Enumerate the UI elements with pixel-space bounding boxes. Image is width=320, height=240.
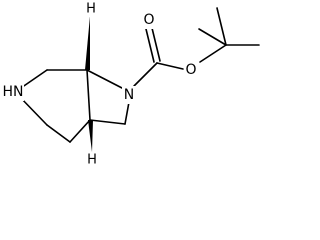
bond-c5-c6 (69, 119, 91, 143)
bond-carbonyl-o-ester (156, 62, 184, 70)
atom-labels: HN N O O H H (2, 2, 198, 169)
bond-n-c8 (124, 101, 130, 125)
bond-n-carbonyl-c (133, 62, 158, 87)
wedge-bond-c6-h (88, 120, 93, 152)
bond-c1-n (86, 69, 123, 89)
atom-label-h-bottom: H (87, 153, 97, 168)
atom-label-o-carbonyl: O (143, 12, 154, 28)
atom-label-nh: HN (3, 84, 24, 100)
wedge-bond-c1-h (85, 16, 90, 70)
bond-carbonyl-double-b (151, 27, 161, 62)
bond-tbutyl-methyl-top (216, 7, 227, 46)
chemical-structure: HN N O O H H (2, 2, 260, 169)
atom-label-o-ester: O (185, 62, 196, 78)
bond-o-ester-quaternary-c (199, 44, 227, 63)
bond-c4-c5 (46, 124, 71, 143)
bond-c8-c6 (89, 119, 126, 125)
bond-tbutyl-methyl-left (198, 28, 227, 46)
bond-c6-c1 (86, 69, 91, 121)
bond-carbonyl-double-a (145, 28, 155, 63)
bonds (17, 7, 260, 152)
atom-label-h-top: H (86, 2, 96, 17)
atom-label-n-azetidine: N (124, 87, 134, 103)
